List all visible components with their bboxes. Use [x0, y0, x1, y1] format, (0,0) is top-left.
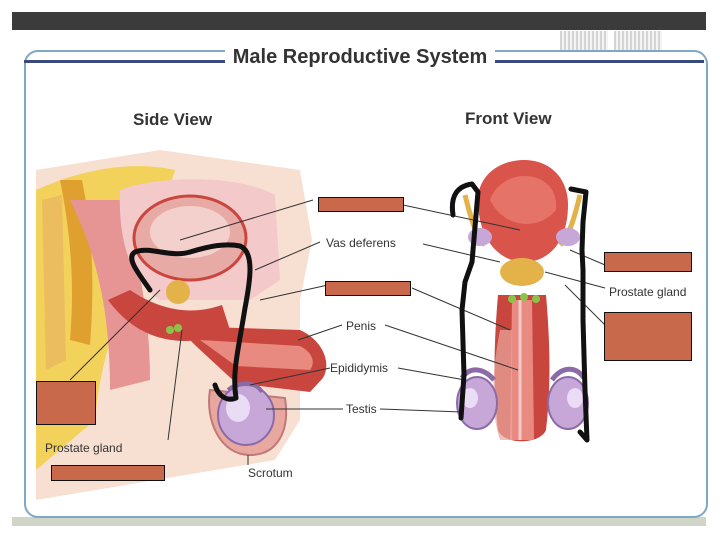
- label-penis: Penis: [346, 319, 377, 333]
- side-view-title: Side View: [133, 110, 213, 129]
- label-epididymis: Epididymis: [330, 361, 389, 375]
- decorative-pattern: [614, 31, 662, 51]
- slide-top-bar: [12, 12, 706, 30]
- hidden-label-box: [604, 252, 692, 272]
- label-scrotum: Scrotum: [248, 466, 293, 480]
- slide-bottom-strip: [12, 517, 706, 526]
- marker-outlines: [129, 181, 590, 443]
- front-view-title: Front View: [465, 109, 552, 128]
- hidden-label-box: [318, 197, 404, 212]
- leader-lines: [69, 199, 606, 465]
- label-prostate-gland-front: Prostate gland: [609, 285, 687, 299]
- title-rule-right: [492, 60, 704, 63]
- hidden-label-box: [325, 281, 411, 296]
- label-testis: Testis: [346, 402, 377, 416]
- label-vas-deferens: Vas deferens: [326, 236, 396, 250]
- label-prostate-gland-side: Prostate gland: [45, 441, 123, 455]
- decorative-pattern: [560, 31, 608, 51]
- hidden-label-box: [36, 381, 96, 425]
- hidden-label-box: [604, 312, 692, 361]
- hidden-label-box: [51, 465, 165, 481]
- title-rule-left: [24, 60, 229, 63]
- front-view-anatomy: [456, 160, 589, 442]
- diagram-title: Male Reproductive System: [225, 46, 495, 69]
